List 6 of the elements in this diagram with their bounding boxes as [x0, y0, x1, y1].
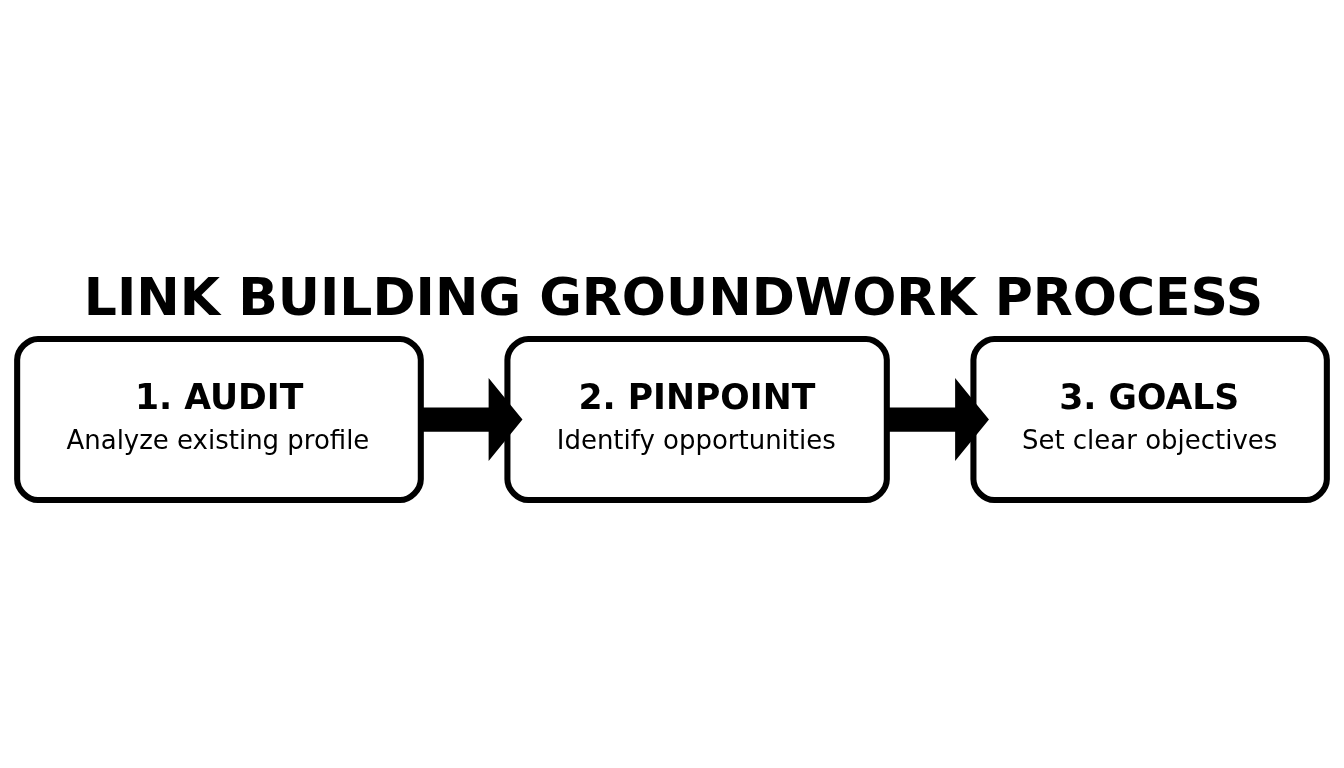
arrow	[886, 378, 989, 461]
node-box: 1. AUDIT Analyze existing profile	[14, 335, 424, 504]
arrow	[421, 378, 523, 461]
node-box: 2. PINPOINT Identify opportunities	[504, 335, 890, 504]
diagram-title: LINK BUILDING GROUNDWORK PROCESS	[83, 266, 1264, 327]
node-box: 3. GOALS Set clear objectives	[970, 335, 1330, 504]
